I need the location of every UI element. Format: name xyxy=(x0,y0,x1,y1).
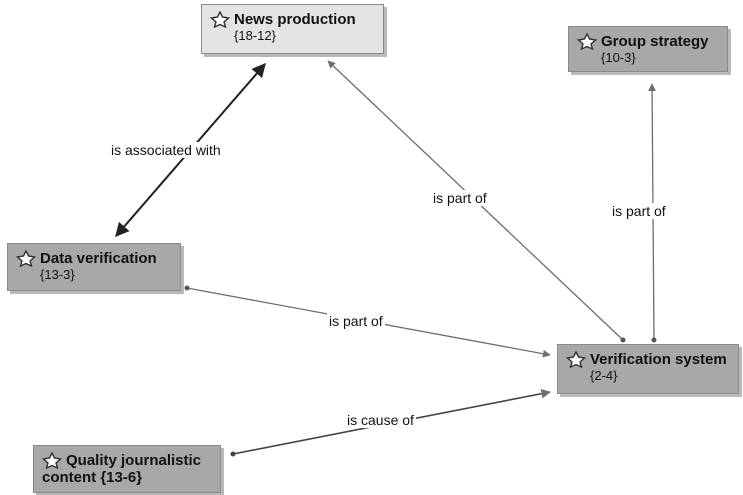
edge-qc-vs-label: is cause of xyxy=(345,412,416,428)
node-news-production-title: News production xyxy=(234,11,356,28)
edge-dv-vs-origin-dot xyxy=(184,285,190,291)
edge-vs-news-label: is part of xyxy=(431,190,489,206)
node-group-strategy[interactable]: Group strategy {10-3} xyxy=(568,26,728,72)
node-group-strategy-title: Group strategy xyxy=(601,33,709,50)
edge-dv-vs-label: is part of xyxy=(327,313,385,329)
node-verification-system-title: Verification system xyxy=(590,351,727,368)
code-network-icon xyxy=(16,250,36,267)
node-verification-system-code: {2-4} xyxy=(590,368,618,383)
edge-qc-vs-origin-dot xyxy=(230,451,236,457)
node-news-production-code: {18-12} xyxy=(234,28,276,43)
edge-vs-group-origin-dot xyxy=(651,337,657,343)
node-verification-system[interactable]: Verification system {2-4} xyxy=(557,344,739,394)
edge-vs-group-label: is part of xyxy=(610,203,668,219)
node-quality-journalistic-content[interactable]: Quality journalistic content {13-6} xyxy=(33,445,221,493)
edge-associated-label: is associated with xyxy=(109,142,223,158)
node-quality-journalistic-content-title-line2: content {13-6} xyxy=(42,469,143,486)
edge-vs-news-origin-dot xyxy=(620,337,626,343)
code-network-icon xyxy=(42,452,62,469)
node-quality-journalistic-content-title-line1: Quality journalistic xyxy=(66,452,202,469)
node-data-verification-title: Data verification xyxy=(40,250,157,267)
node-data-verification[interactable]: Data verification {13-3} xyxy=(7,243,181,291)
node-data-verification-code: {13-3} xyxy=(40,267,75,282)
code-network-icon xyxy=(577,33,597,50)
code-network-icon xyxy=(210,11,230,28)
node-news-production[interactable]: News production {18-12} xyxy=(201,4,384,54)
node-group-strategy-code: {10-3} xyxy=(601,50,636,65)
code-network-icon xyxy=(566,351,586,368)
